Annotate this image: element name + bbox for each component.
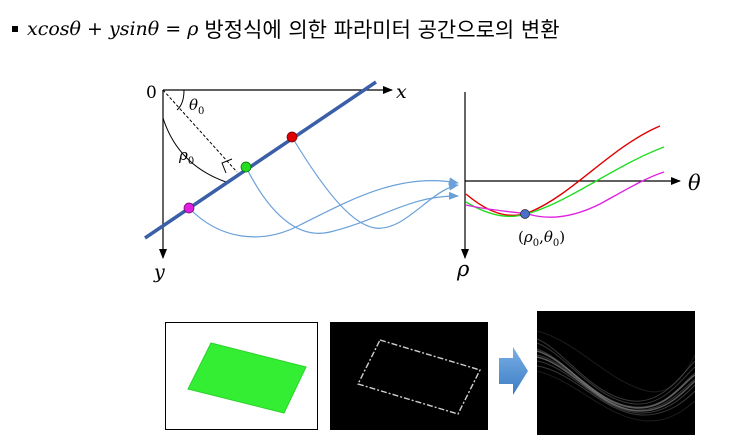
heading-equation: xcosθ + ysinθ = ρ [27, 18, 199, 40]
image-space: 0 x y θ0 ρ0 [144, 80, 459, 283]
origin-label: 0 [146, 83, 157, 103]
bullet-icon [12, 26, 18, 32]
right-arrow-icon [499, 346, 529, 400]
arrow-curve-red-point [291, 136, 459, 229]
red-point [286, 131, 298, 143]
label-rho: ρ [523, 228, 533, 246]
label-theta-sub: 0 [553, 238, 559, 249]
theta0-label: θ0 [189, 96, 204, 117]
rho-axis-label: ρ [456, 257, 470, 281]
rho-arc [162, 117, 227, 183]
intersection-label: (ρ0,θ0) [518, 228, 565, 249]
arrow-curve-green-point [245, 166, 459, 234]
hough-space-panel [537, 311, 695, 435]
edge-image-panel [330, 322, 488, 430]
label-rho-sub: 0 [533, 238, 539, 249]
parameter-space: θ ρ (ρ0,θ0) [456, 92, 701, 281]
theta0-symbol: θ [189, 96, 198, 114]
rho0-subscript: 0 [188, 156, 194, 167]
theta-arc [176, 89, 185, 111]
heading-text: 방정식에 의한 파라미터 공간으로의 변환 [204, 18, 560, 42]
red-curve [465, 125, 661, 217]
arrow-curve-magenta-point [188, 177, 459, 238]
rho0-symbol: ρ [178, 146, 188, 164]
x-axis-label: x [396, 81, 407, 103]
green-quad-image [187, 342, 307, 414]
green-quad [187, 342, 307, 414]
theta0-subscript: 0 [198, 106, 204, 117]
y-axis-label: y [153, 261, 165, 283]
label-sep: , [539, 228, 544, 246]
magenta-curve [465, 171, 665, 218]
input-image-panel [165, 322, 318, 430]
label-theta: θ [544, 228, 553, 246]
normal-dashed-line [162, 89, 238, 173]
rho0-label: ρ0 [178, 146, 194, 167]
edge-image [357, 339, 481, 415]
label-open: ( [518, 228, 524, 246]
intersection-point [520, 209, 530, 219]
heading: xcosθ + ysinθ = ρ 방정식에 의한 파라미터 공간으로의 변환 [8, 14, 748, 44]
green-curve [465, 146, 665, 218]
magenta-point [183, 202, 195, 214]
theta-axis-label: θ [688, 171, 701, 195]
green-point [240, 161, 252, 173]
hough-space-image [537, 330, 695, 422]
label-close: ) [559, 228, 565, 246]
right-angle-marker [221, 158, 233, 174]
image-line [144, 80, 377, 240]
edge-outline [357, 339, 481, 415]
